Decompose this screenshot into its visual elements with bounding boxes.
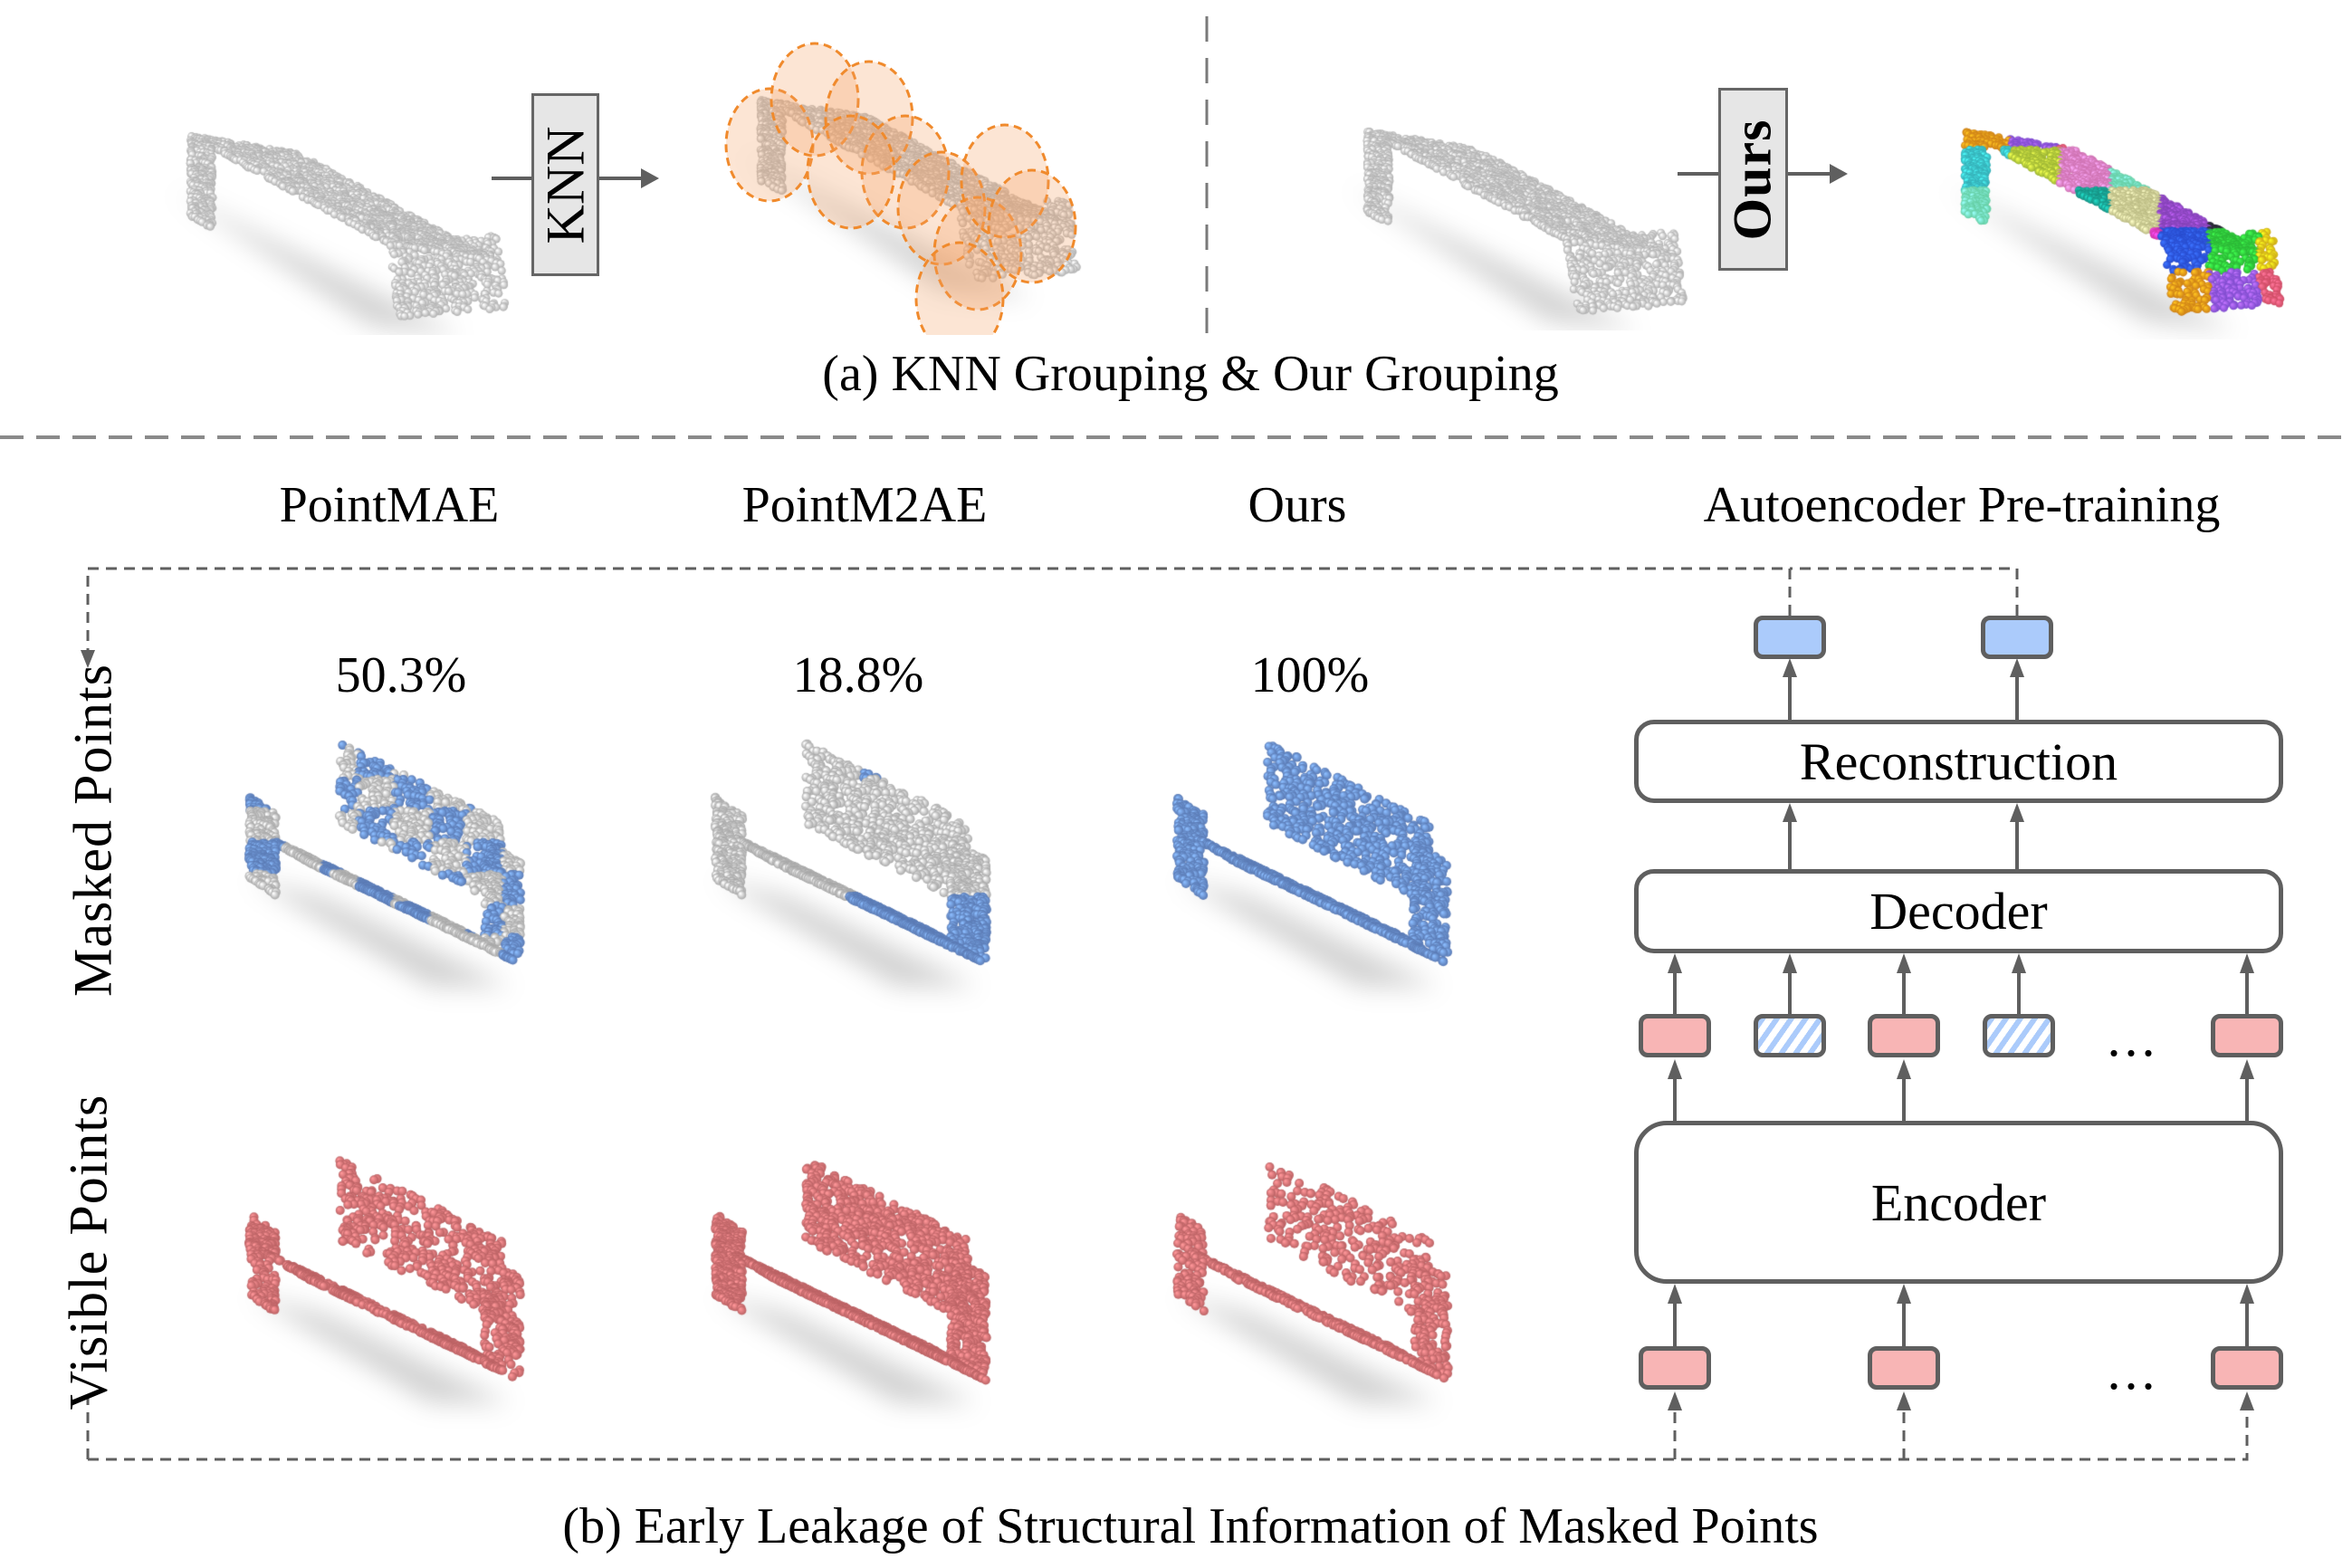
row-label-masked: Masked Points xyxy=(62,663,123,998)
encoder-block: Encoder xyxy=(1634,1121,2283,1284)
visible-token xyxy=(1639,1014,1711,1057)
row-label-visible: Visible Points xyxy=(58,1094,119,1410)
section-b-caption: (b) Early Leakage of Structural Informat… xyxy=(562,1498,1819,1554)
ours-arrowhead xyxy=(1830,164,1848,184)
feedback-loop-top xyxy=(86,567,1792,652)
ours-label: Ours xyxy=(1723,118,1783,241)
reconstructed-token xyxy=(1981,616,2053,659)
visible-token xyxy=(1868,1014,1940,1057)
column-title-pointmae: PointMAE xyxy=(279,477,500,533)
diagram-title: Autoencoder Pre-training xyxy=(1703,477,2221,533)
column-title-ours: Ours xyxy=(1248,477,1347,533)
column-title-pointm2ae: PointM2AE xyxy=(741,477,988,533)
input-token xyxy=(1639,1346,1711,1390)
feedback-loop-bottom xyxy=(88,1408,2249,1461)
visible-points-ours xyxy=(1141,1132,1521,1430)
mask-token xyxy=(1754,1014,1826,1057)
knn-group-circle xyxy=(770,42,860,158)
mask-token xyxy=(1983,1014,2055,1057)
knn-group-circles xyxy=(724,42,1077,335)
masked-points-pointm2ae xyxy=(679,715,1059,1014)
visible-token xyxy=(2211,1014,2283,1057)
decoder-block: Decoder xyxy=(1634,869,2283,953)
masked-ratio-pointmae: 50.3% xyxy=(335,647,467,703)
input-token-ellipsis: ... xyxy=(2107,1341,2159,1401)
masked-ratio-ours: 100% xyxy=(1250,647,1370,703)
input-token xyxy=(2211,1346,2283,1390)
reconstruction-block: Reconstruction xyxy=(1634,720,2283,803)
reconstruction-label: Reconstruction xyxy=(1799,731,2118,791)
input-token xyxy=(1868,1346,1940,1390)
masked-ratio-pointm2ae: 18.8% xyxy=(792,647,924,703)
knn-grouped-point-cloud xyxy=(706,36,1086,335)
knn-arrowhead xyxy=(641,168,659,188)
section-a-caption: (a) KNN Grouping & Our Grouping xyxy=(822,346,1559,402)
masked-points-pointmae xyxy=(213,715,593,1014)
token-ellipsis: ... xyxy=(2107,1008,2159,1067)
encoder-input-arrows xyxy=(1673,1304,2249,1346)
reconstructed-token xyxy=(1754,616,1826,659)
input-point-cloud-knn xyxy=(136,72,516,335)
knn-block: KNN xyxy=(531,93,599,276)
knn-group-circle xyxy=(987,168,1077,284)
masked-points-ours xyxy=(1141,715,1521,1014)
knn-group-circle xyxy=(860,114,951,230)
visible-points-pointm2ae xyxy=(679,1132,1059,1430)
loop-arrowhead xyxy=(81,650,95,668)
input-point-cloud-ours xyxy=(1313,68,1693,330)
knn-group-circle xyxy=(896,150,987,266)
knn-label: KNN xyxy=(535,126,595,244)
knn-group-circle xyxy=(806,114,896,230)
encoder-label: Encoder xyxy=(1870,1172,2047,1232)
ours-block: Ours xyxy=(1718,88,1788,271)
decoder-label: Decoder xyxy=(1869,882,2048,941)
knn-group-circle xyxy=(914,241,1005,335)
visible-points-pointmae xyxy=(213,1132,593,1430)
ours-grouped-point-cloud xyxy=(1910,68,2290,339)
